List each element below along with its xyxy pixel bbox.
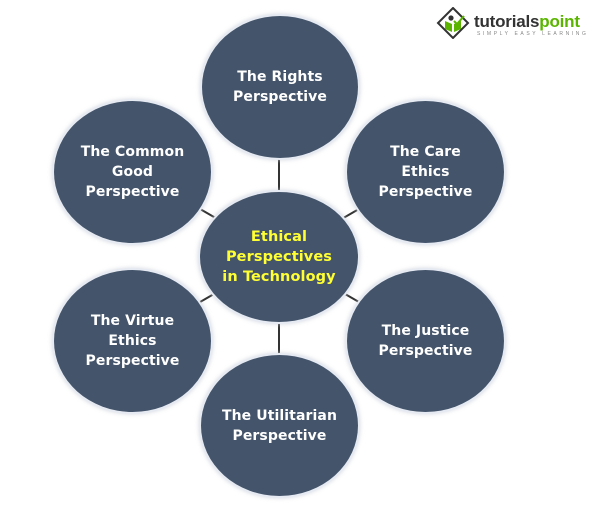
tutorialspoint-logo: tutorialspoint SIMPLY EASY LEARNING	[436, 7, 596, 39]
node-virtue-ethics-label: The Virtue Ethics Perspective	[85, 313, 180, 369]
logo-word-point: point	[539, 12, 580, 31]
connector-justice	[343, 292, 361, 304]
connector-common-good	[198, 207, 216, 219]
node-common-good: The Common Good Perspective	[54, 101, 211, 243]
connector-rights	[278, 158, 280, 192]
center-node-label: Ethical Perspectives in Technology	[222, 229, 336, 285]
book-diamond-icon	[436, 7, 470, 39]
node-rights-label: The Rights Perspective	[232, 69, 328, 105]
node-care-ethics: The Care Ethics Perspective	[347, 101, 504, 243]
logo-word-tutorials: tutorials	[474, 12, 540, 31]
node-justice-label: The Justice Perspective	[378, 323, 473, 359]
logo-wordmark: tutorialspoint	[474, 12, 580, 32]
node-common-good-label: The Common Good Perspective	[80, 144, 185, 200]
node-utilitarian-label: The Utilitarian Perspective	[221, 407, 338, 444]
node-utilitarian: The Utilitarian Perspective	[201, 355, 358, 496]
center-node: Ethical Perspectives in Technology	[200, 192, 358, 322]
node-care-ethics-label: The Care Ethics Perspective	[378, 144, 473, 200]
logo-tagline: SIMPLY EASY LEARNING	[477, 31, 589, 37]
connector-virtue-ethics	[198, 292, 216, 304]
node-justice: The Justice Perspective	[347, 270, 504, 412]
node-virtue-ethics: The Virtue Ethics Perspective	[54, 270, 211, 412]
connector-utilitarian	[278, 322, 280, 355]
node-rights: The Rights Perspective	[202, 16, 358, 158]
